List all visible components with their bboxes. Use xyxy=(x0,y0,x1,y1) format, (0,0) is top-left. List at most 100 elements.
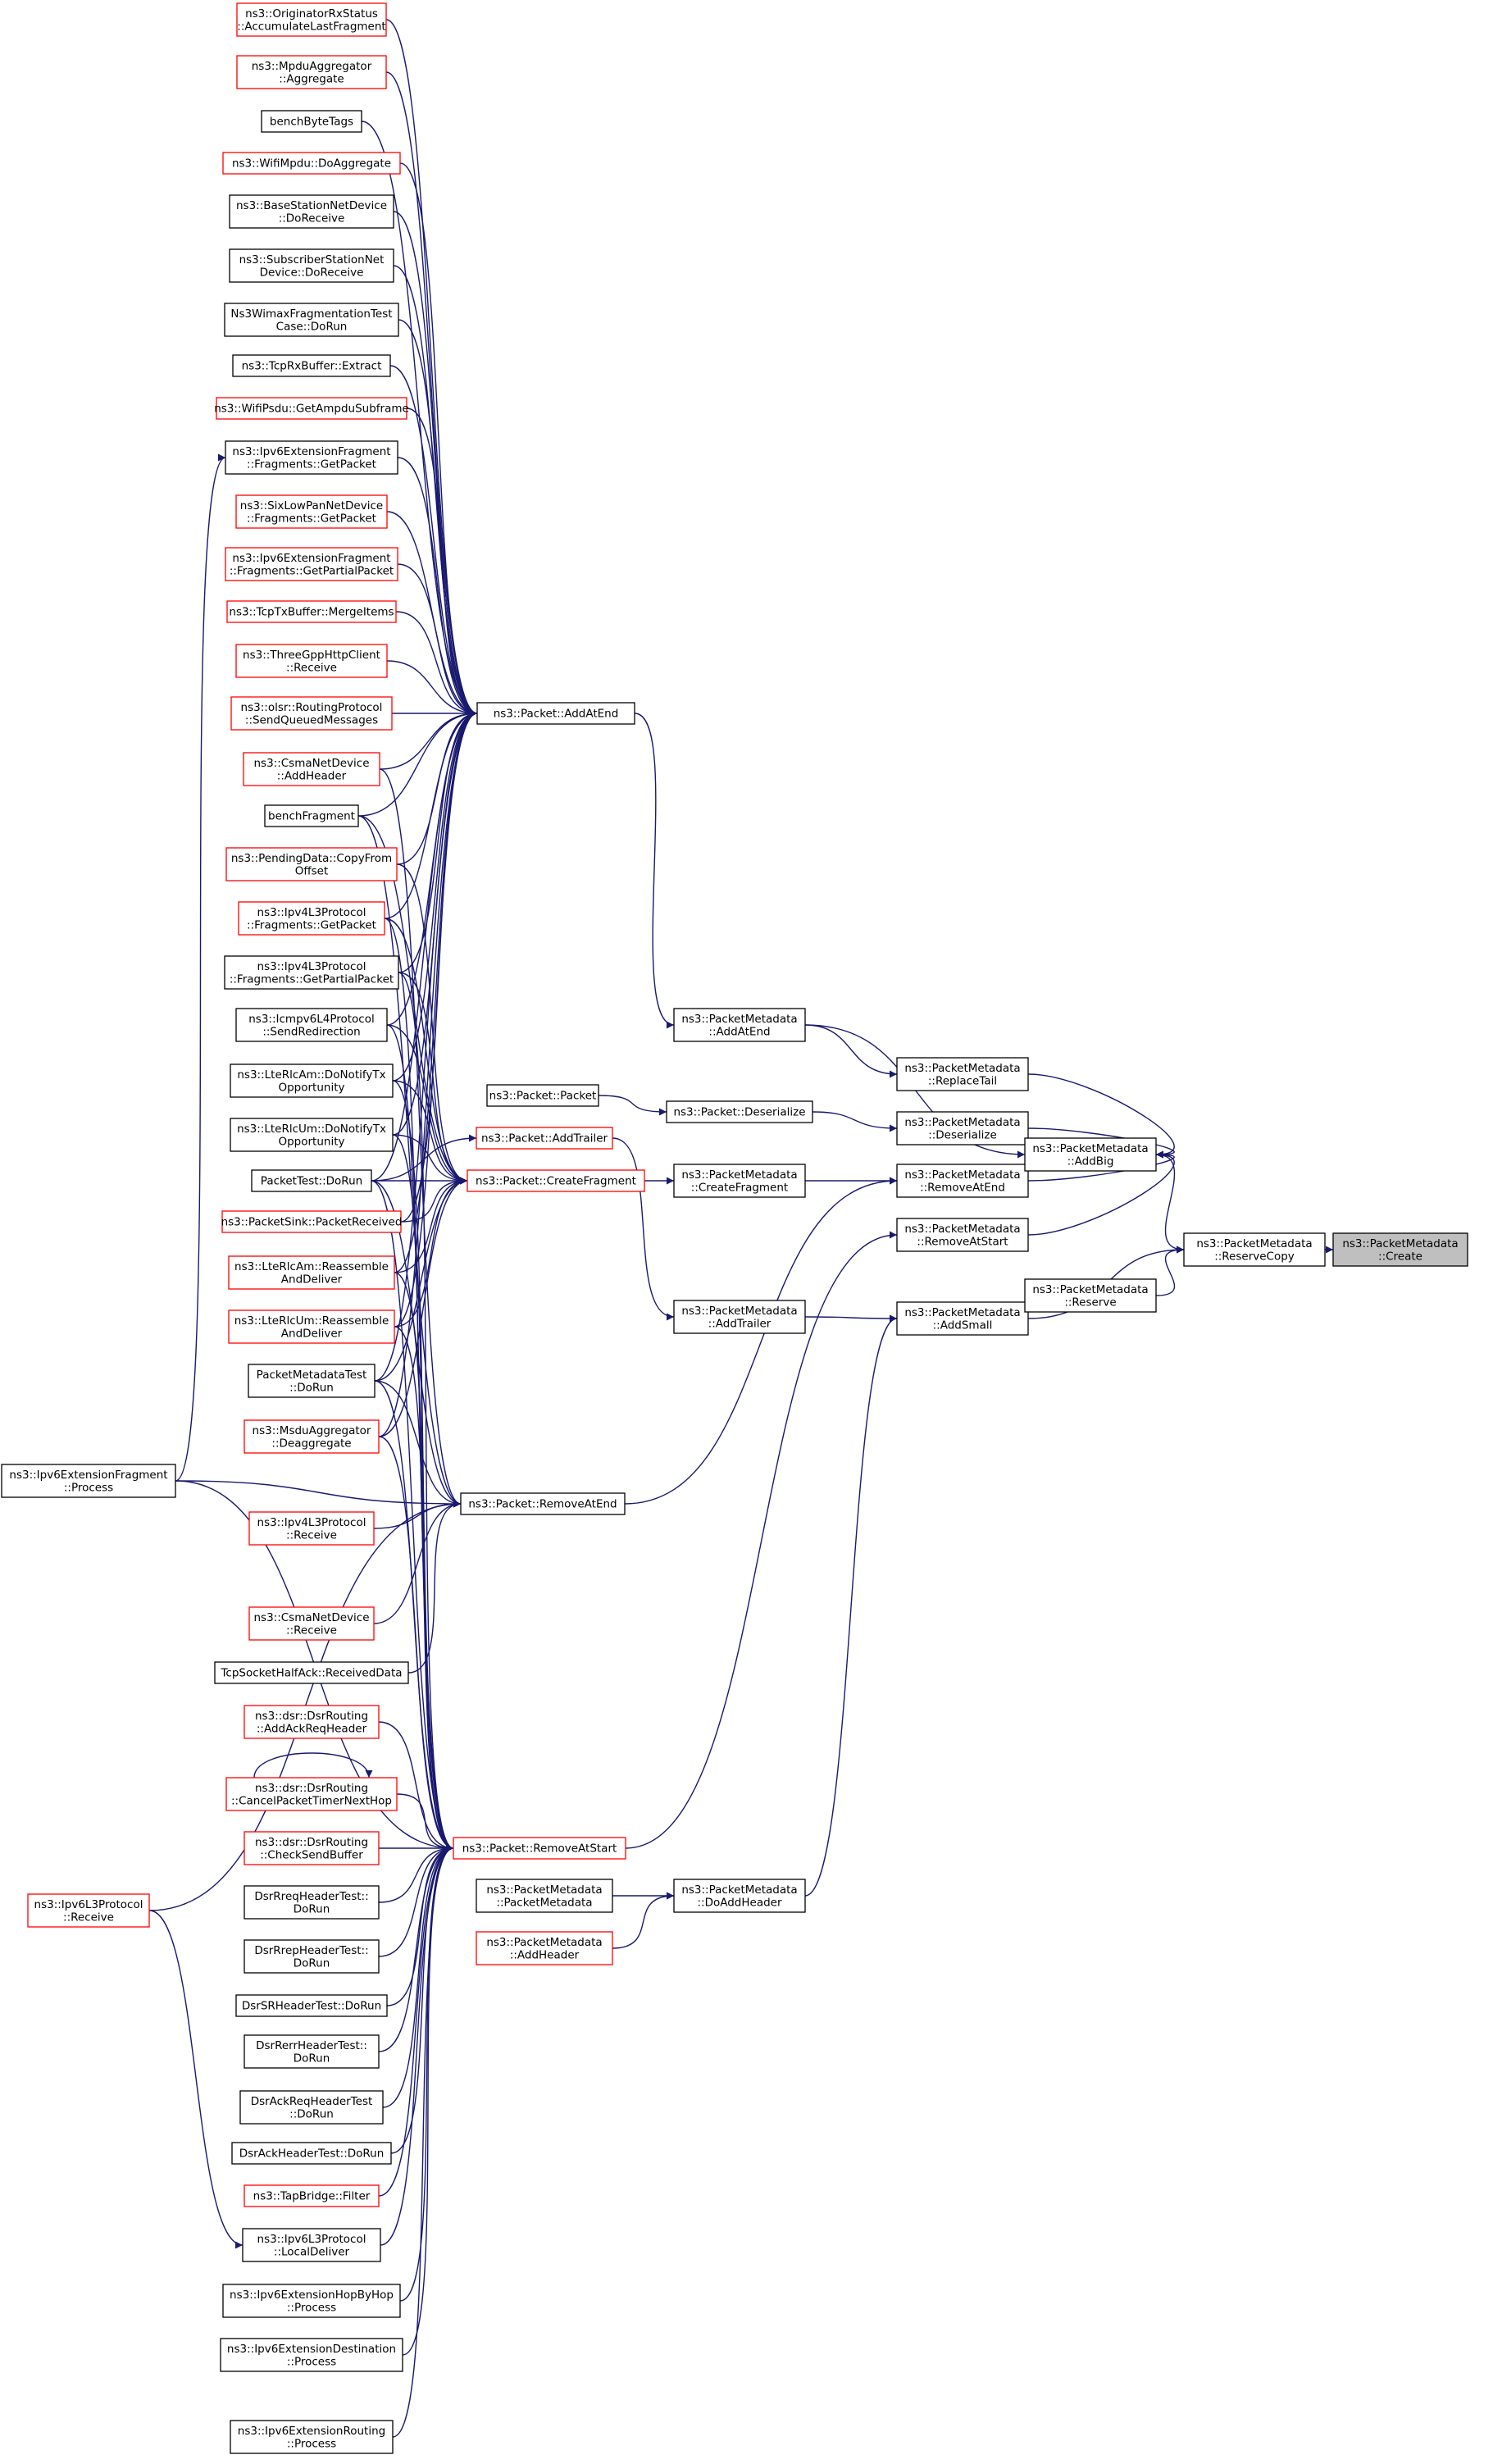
node-benchfragment[interactable]: benchFragment xyxy=(264,804,359,827)
node-box[interactable] xyxy=(251,1169,372,1192)
node-box[interactable] xyxy=(1024,1278,1157,1313)
node-ns3-threegpphttpclient-receive[interactable]: ns3::ThreeGppHttpClient::Receive xyxy=(235,644,388,678)
node-box[interactable] xyxy=(244,1939,380,1974)
node-ns3-originatorrxstatus-accumulatelastfragment[interactable]: ns3::OriginatorRxStatus::AccumulateLastF… xyxy=(236,2,387,37)
node-ns3-packet-packet[interactable]: ns3::Packet::Packet xyxy=(486,1084,599,1107)
node-ns3-packetmetadata-doaddheader[interactable]: ns3::PacketMetadata::DoAddHeader xyxy=(673,1879,806,1913)
node-box[interactable] xyxy=(673,1008,806,1042)
node-box[interactable] xyxy=(1024,1137,1157,1172)
node-box[interactable] xyxy=(244,1419,380,1454)
node-box[interactable] xyxy=(214,1661,409,1684)
node-ns3-basestationnetdevice-doreceive[interactable]: ns3::BaseStationNetDevice::DoReceive xyxy=(229,194,394,229)
node-ns3-packet-addatend[interactable]: ns3::Packet::AddAtEnd xyxy=(476,702,635,725)
node-box[interactable] xyxy=(248,1511,375,1546)
node-box[interactable] xyxy=(225,547,398,581)
node-dsrrrepheadertest-dorun[interactable]: DsrRrepHeaderTest::DoRun xyxy=(244,1939,380,1974)
node-box[interactable] xyxy=(220,2338,403,2372)
node-dsrackheadertest-dorun[interactable]: DsrAckHeaderTest::DoRun xyxy=(231,2142,392,2165)
node-box[interactable] xyxy=(236,55,387,89)
node-ns3-packetmetadata-packetmetadata[interactable]: ns3::PacketMetadata::PacketMetadata xyxy=(476,1879,613,1913)
node-ns3-packetmetadata-reserve[interactable]: ns3::PacketMetadata::Reserve xyxy=(1024,1278,1157,1313)
node-box[interactable] xyxy=(896,1057,1029,1091)
node-box[interactable] xyxy=(673,1300,806,1334)
node-ns3-packet-createfragment[interactable]: ns3::Packet::CreateFragment xyxy=(467,1169,645,1192)
node-ns3-ipv6extensionfragment-fragments-getpacket[interactable]: ns3::Ipv6ExtensionFragment::Fragments::G… xyxy=(225,440,398,475)
node-ns3-sixlowpannetdevice-fragments-getpacket[interactable]: ns3::SixLowPanNetDevice::Fragments::GetP… xyxy=(235,494,388,529)
node-box[interactable] xyxy=(476,1879,613,1913)
node-ns3-ipv6extensionrouting-process[interactable]: ns3::Ipv6ExtensionRouting::Process xyxy=(230,2420,394,2454)
node-box[interactable] xyxy=(453,1837,626,1860)
node-box[interactable] xyxy=(896,1164,1029,1198)
node-box[interactable] xyxy=(476,702,635,725)
node-dsrackreqheadertest-dorun[interactable]: DsrAckReqHeaderTest::DoRun xyxy=(239,2090,384,2125)
node-box[interactable] xyxy=(264,804,359,827)
node-box[interactable] xyxy=(27,1893,150,1928)
node-box[interactable] xyxy=(225,1777,398,1811)
node-tcpsockethalfack-receiveddata[interactable]: TcpSocketHalfAck::ReceivedData xyxy=(214,1661,409,1684)
node-ns3-ipv4l3protocol-receive[interactable]: ns3::Ipv4L3Protocol::Receive xyxy=(248,1511,375,1546)
node-box[interactable] xyxy=(1183,1232,1326,1267)
node-box[interactable] xyxy=(460,1492,626,1515)
node-packetmetadatatest-dorun[interactable]: PacketMetadataTest::DoRun xyxy=(248,1364,376,1398)
node-ns3-ipv6extensionhopbyhop-process[interactable]: ns3::Ipv6ExtensionHopByHop::Process xyxy=(222,2284,401,2318)
node-ns3-packetsink-packetreceived[interactable]: ns3::PacketSink::PacketReceived xyxy=(221,1210,403,1233)
node-ns3-packetmetadata-create[interactable]: ns3::PacketMetadata::Create xyxy=(1332,1232,1468,1267)
node-dsrrreqheadertest-dorun[interactable]: DsrRreqHeaderTest::DoRun xyxy=(244,1885,380,1920)
node-ns3-packetmetadata-reservecopy[interactable]: ns3::PacketMetadata::ReserveCopy xyxy=(1183,1232,1326,1267)
node-box[interactable] xyxy=(228,1255,395,1290)
node-box[interactable] xyxy=(239,2090,384,2125)
node-box[interactable] xyxy=(261,110,362,133)
node-box[interactable] xyxy=(248,1364,376,1398)
node-box[interactable] xyxy=(476,1931,613,1965)
node-box[interactable] xyxy=(896,1301,1029,1336)
node-box[interactable] xyxy=(235,644,388,678)
node-box[interactable] xyxy=(244,1831,380,1865)
node-box[interactable] xyxy=(216,397,407,420)
node-box[interactable] xyxy=(235,1008,388,1042)
node-box[interactable] xyxy=(244,2184,380,2207)
node-ns3-packet-deserialize[interactable]: ns3::Packet::Deserialize xyxy=(666,1100,813,1123)
node-box[interactable] xyxy=(244,2034,380,2069)
node-packettest-dorun[interactable]: PacketTest::DoRun xyxy=(251,1169,372,1192)
node-box[interactable] xyxy=(230,2420,394,2454)
node-ns3-tapbridge-filter[interactable]: ns3::TapBridge::Filter xyxy=(244,2184,380,2207)
node-box[interactable] xyxy=(221,1210,402,1233)
node-box[interactable] xyxy=(244,1705,380,1739)
node-ns3-ipv6extensiondestination-process[interactable]: ns3::Ipv6ExtensionDestination::Process xyxy=(220,2338,403,2372)
node-ns3-packet-removeatstart[interactable]: ns3::Packet::RemoveAtStart xyxy=(453,1837,626,1860)
node-box[interactable] xyxy=(243,752,380,786)
node-box[interactable] xyxy=(896,1111,1029,1145)
node-box[interactable] xyxy=(222,152,401,175)
node-ns3-tcprxbuffer-extract[interactable]: ns3::TcpRxBuffer::Extract xyxy=(232,354,391,377)
node-box[interactable] xyxy=(235,494,388,529)
node-box[interactable] xyxy=(1332,1232,1468,1267)
node-ns3-packetmetadata-removeatend[interactable]: ns3::PacketMetadata::RemoveAtEnd xyxy=(896,1164,1029,1198)
node-ns3-wifimpdu-doaggregate[interactable]: ns3::WifiMpdu::DoAggregate xyxy=(222,152,401,175)
node-box[interactable] xyxy=(666,1100,813,1123)
node-box[interactable] xyxy=(248,1606,375,1641)
node-box[interactable] xyxy=(232,354,391,377)
node-ns3-msduaggregator-deaggregate[interactable]: ns3::MsduAggregator::Deaggregate xyxy=(244,1419,380,1454)
node-ns3-mpduaggregator-aggregate[interactable]: ns3::MpduAggregator::Aggregate xyxy=(236,55,387,89)
node-box[interactable] xyxy=(230,696,393,731)
node-ns3-packetmetadata-addheader[interactable]: ns3::PacketMetadata::AddHeader xyxy=(476,1931,613,1965)
node-ns3-packetmetadata-addtrailer[interactable]: ns3::PacketMetadata::AddTrailer xyxy=(673,1300,806,1334)
node-ns3-packet-addtrailer[interactable]: ns3::Packet::AddTrailer xyxy=(476,1127,613,1150)
node-box[interactable] xyxy=(235,1994,388,2017)
node-box[interactable] xyxy=(242,2228,381,2262)
node-dsrsrheadertest-dorun[interactable]: DsrSRHeaderTest::DoRun xyxy=(235,1994,388,2017)
node-box[interactable] xyxy=(228,1309,395,1344)
node-box[interactable] xyxy=(476,1127,613,1150)
node-box[interactable] xyxy=(224,955,399,990)
node-dsrrerrheadertest-dorun[interactable]: DsrRerrHeaderTest::DoRun xyxy=(244,2034,380,2069)
node-box[interactable] xyxy=(229,194,394,229)
node-box[interactable] xyxy=(467,1169,645,1192)
node-box[interactable] xyxy=(486,1084,599,1107)
node-box[interactable] xyxy=(673,1879,806,1913)
node-ns3-olsr-routingprotocol-sendqueuedmessages[interactable]: ns3::olsr::RoutingProtocol::SendQueuedMe… xyxy=(230,696,393,731)
